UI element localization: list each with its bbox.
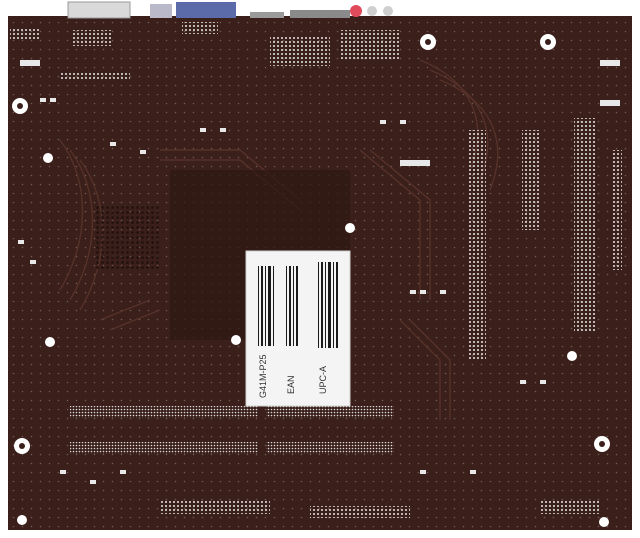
mounting-hole xyxy=(567,351,577,361)
io-connector xyxy=(150,4,172,18)
memory-slot-pins xyxy=(266,442,394,454)
barcode xyxy=(318,262,338,348)
sticker-upc-text: UPC-A xyxy=(318,366,328,394)
barcode-sticker: G41M-P25 EAN UPC-A xyxy=(245,250,351,407)
mounting-hole xyxy=(599,517,609,527)
barcode xyxy=(286,266,298,346)
memory-slot-pins xyxy=(266,406,394,418)
sticker-model-text: G41M-P25 xyxy=(258,354,268,398)
mounting-hole xyxy=(45,337,55,347)
bga-chip xyxy=(95,205,160,270)
mounting-holes xyxy=(12,34,610,527)
io-connector xyxy=(250,12,284,18)
expansion-slot-pins xyxy=(468,130,486,360)
pin-header xyxy=(60,72,130,80)
pin-header xyxy=(72,30,112,46)
pin-header xyxy=(540,500,600,514)
pin-header xyxy=(160,500,270,514)
pin-header xyxy=(10,28,40,40)
io-connector xyxy=(290,10,350,18)
expansion-slot-pins xyxy=(522,130,540,230)
barcode xyxy=(258,266,274,346)
pin-header xyxy=(310,506,410,518)
io-connector xyxy=(176,2,236,18)
memory-slot-pins xyxy=(70,406,258,418)
mounting-hole xyxy=(43,153,53,163)
sticker-ean-text: EAN xyxy=(286,375,296,394)
audio-jack xyxy=(350,5,362,17)
memory-slot-pins xyxy=(70,442,258,454)
mounting-hole xyxy=(17,515,27,525)
mounting-hole xyxy=(231,335,241,345)
io-connector xyxy=(67,1,131,19)
pin-header xyxy=(340,30,400,60)
expansion-slot-pins xyxy=(574,118,596,332)
audio-jack xyxy=(367,6,377,16)
pin-header xyxy=(270,36,330,66)
pin-header xyxy=(182,22,218,34)
audio-jack xyxy=(383,6,393,16)
mounting-hole xyxy=(345,223,355,233)
expansion-slot-pins xyxy=(612,150,622,270)
solder-pads xyxy=(18,60,620,484)
